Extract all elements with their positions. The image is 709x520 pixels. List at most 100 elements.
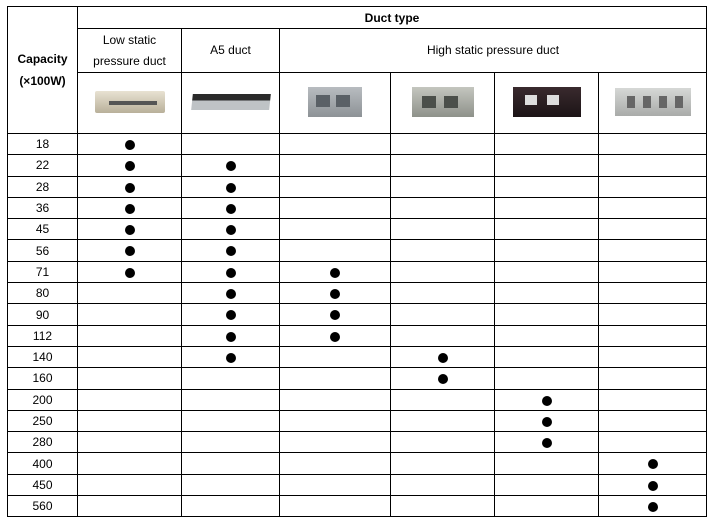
availability-cell [494,282,599,305]
availability-cell [598,367,707,390]
a5-duct-header: A5 duct [181,28,280,73]
availability-cell [390,282,495,305]
availability-cell [598,196,707,220]
capacity-cell: 28 [7,175,78,198]
availability-cell [494,218,599,241]
availability-cell [390,196,495,220]
availability-cell [390,495,495,518]
availability-dot-icon [330,267,340,278]
capacity-cell: 90 [7,303,78,326]
capacity-cell: 200 [7,388,78,411]
capacity-cell: 45 [7,218,78,241]
availability-cell [598,345,707,369]
availability-cell [494,154,599,177]
availability-cell [494,367,599,390]
availability-cell [77,495,182,518]
availability-dot-icon [124,203,135,214]
availability-cell [390,473,495,497]
availability-cell [494,260,599,284]
availability-cell [598,324,707,347]
availability-cell [598,218,707,241]
high-static-header: High static pressure duct [279,28,707,73]
capacity-unit: (×100W) [19,74,66,88]
table-row: 200 [7,388,707,411]
availability-cell [390,239,495,262]
availability-cell [494,303,599,326]
availability-cell [598,473,707,497]
capacity-cell: 18 [7,132,78,156]
availability-dot-icon [437,374,448,385]
availability-dot-icon [225,267,236,278]
availability-cell [181,473,280,497]
availability-cell [77,452,182,475]
high-static-duct-image-4 [598,72,707,134]
table-row: 28 [7,175,707,198]
availability-cell [77,367,182,390]
availability-cell [279,260,391,284]
capacity-cell: 280 [7,431,78,454]
availability-cell [279,239,391,262]
table-row: 140 [7,345,707,369]
availability-dot-icon [124,246,135,257]
availability-dot-icon [647,502,658,513]
availability-dot-icon [541,395,552,406]
availability-cell [279,282,391,305]
availability-dot-icon [225,352,236,363]
capacity-header: Capacity (×100W) [7,6,78,134]
high-static-duct-image-3 [494,72,599,134]
capacity-cell: 80 [7,282,78,305]
availability-cell [77,409,182,433]
availability-cell [77,260,182,284]
availability-cell [77,175,182,198]
availability-cell [279,452,391,475]
availability-cell [77,282,182,305]
availability-cell [598,154,707,177]
availability-cell [494,196,599,220]
availability-cell [598,282,707,305]
availability-cell [390,132,495,156]
availability-cell [390,324,495,347]
availability-cell [390,367,495,390]
availability-cell [77,473,182,497]
a5-duct-image [181,72,280,134]
availability-cell [494,239,599,262]
availability-cell [279,303,391,326]
availability-cell [181,431,280,454]
availability-cell [279,132,391,156]
availability-dot-icon [437,352,448,363]
high-static-duct-image-1 [279,72,391,134]
availability-dot-icon [225,331,236,342]
availability-cell [390,154,495,177]
duct-type-header: Duct type [77,6,707,29]
availability-dot-icon [647,459,658,470]
availability-cell [598,239,707,262]
availability-cell [494,175,599,198]
availability-cell [494,473,599,497]
availability-cell [181,239,280,262]
availability-cell [279,388,391,411]
table-row: 56 [7,239,707,262]
availability-cell [181,303,280,326]
table-row: 45 [7,218,707,241]
availability-cell [598,409,707,433]
capacity-cell: 250 [7,409,78,433]
table-row: 450 [7,473,707,497]
availability-cell [494,495,599,518]
availability-cell [494,409,599,433]
capacity-cell: 400 [7,452,78,475]
availability-cell [181,260,280,284]
availability-dot-icon [225,246,236,257]
availability-dot-icon [330,331,340,342]
capacity-cell: 36 [7,196,78,220]
availability-cell [77,303,182,326]
capacity-cell: 160 [7,367,78,390]
availability-cell [279,473,391,497]
availability-dot-icon [124,225,135,236]
table-row: 71 [7,260,707,284]
availability-cell [390,175,495,198]
table-row: 112 [7,324,707,347]
availability-cell [390,345,495,369]
availability-cell [598,388,707,411]
availability-cell [390,260,495,284]
capacity-cell: 560 [7,495,78,518]
